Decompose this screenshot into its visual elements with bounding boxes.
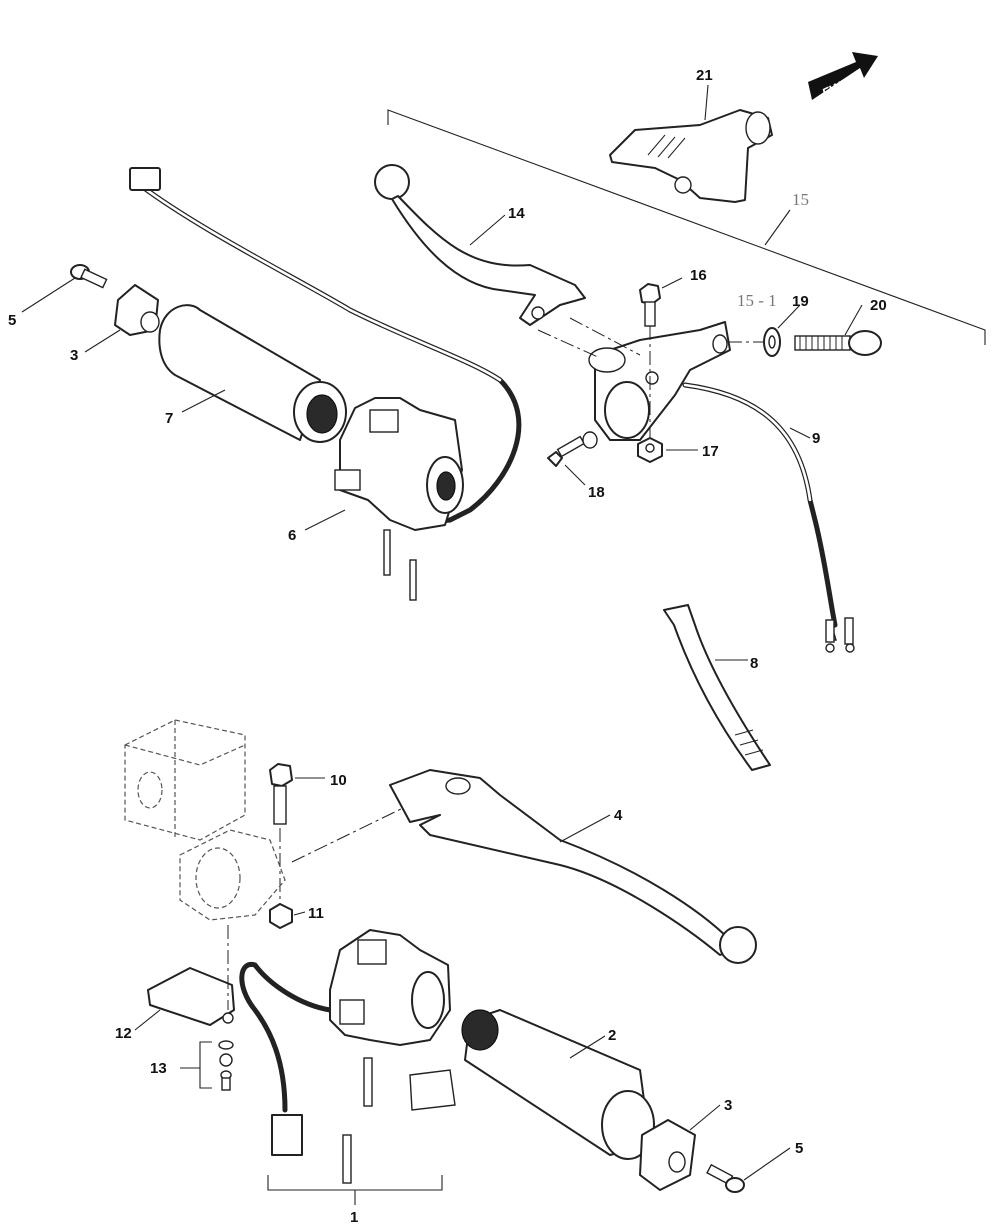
bolt-part-16: [639, 283, 661, 440]
fwd-arrow: FWD: [808, 52, 878, 101]
nut-part-11: [269, 903, 293, 929]
callout-3-bottom: 3: [724, 1097, 732, 1114]
callout-5-top: 5: [8, 312, 16, 329]
callout-14: 14: [508, 205, 525, 222]
right-grip-part-2: [461, 1009, 655, 1160]
callout-19: 19: [792, 293, 809, 310]
callout-12: 12: [115, 1025, 132, 1042]
callout-20: 20: [870, 297, 887, 314]
callout-10: 10: [330, 772, 347, 789]
callout-4: 4: [614, 807, 623, 824]
callout-16: 16: [690, 267, 707, 284]
brake-switch-part-12: [147, 925, 235, 1026]
assembly-15-1-label: 15 - 1: [737, 291, 777, 310]
assembly-15-label: 15: [792, 190, 809, 209]
callout-3-top: 3: [70, 347, 78, 364]
callout-5-bottom: 5: [795, 1140, 803, 1157]
right-switch-housing-part-1: [239, 929, 456, 1205]
bar-end-part-3-bottom: [639, 1119, 696, 1191]
pivot-bolt-part-20: [794, 330, 882, 356]
callout-21: 21: [696, 67, 713, 84]
bar-end-part-3-top: [114, 284, 160, 336]
callout-13: 13: [150, 1060, 167, 1077]
brake-lever-part-4: [389, 769, 757, 964]
screw-part-5-bottom: [706, 1163, 745, 1193]
nut-part-17: [637, 437, 663, 463]
assembly-15-bracket: 15 15 - 1: [387, 109, 986, 345]
callout-1: 1: [350, 1209, 358, 1226]
leader-lines: [21, 84, 863, 1181]
screw-part-5-top: [70, 264, 108, 289]
lever-perch-part-15-1: [537, 317, 770, 441]
lever-cover-part-21: [609, 109, 773, 203]
left-switch-housing-part-6: [129, 167, 522, 601]
callout-9: 9: [812, 430, 820, 447]
washer-part-19: [763, 327, 781, 357]
callout-11: 11: [308, 905, 324, 922]
callout-18: 18: [588, 484, 605, 501]
bolt-part-10: [269, 763, 293, 905]
left-grip-part-7: [158, 304, 347, 443]
clutch-switch-cable-part-9: [682, 382, 855, 653]
callout-6: 6: [288, 527, 296, 544]
strap-part-8: [663, 604, 771, 771]
callout-17: 17: [702, 443, 719, 460]
callout-7: 7: [165, 410, 173, 427]
screw-set-part-13: [199, 1040, 234, 1091]
clutch-lever-part-14: [374, 164, 586, 326]
callout-2: 2: [608, 1027, 616, 1044]
callout-numbers: 1 2 3 3 4 5 5 6 7 8 9 10 11 12 13 14 16 …: [8, 67, 887, 1226]
bolt-part-18: [547, 431, 598, 467]
callout-8: 8: [750, 655, 758, 672]
